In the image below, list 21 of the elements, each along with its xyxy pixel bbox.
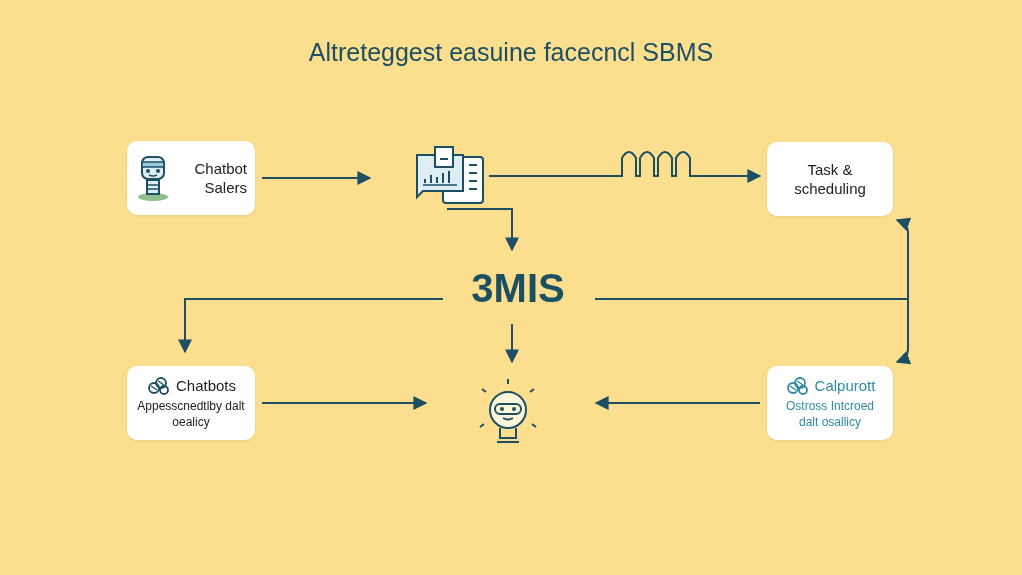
box-heading: Task & scheduling — [793, 159, 867, 199]
arrow — [505, 323, 519, 364]
arrow — [488, 151, 762, 183]
arrow — [261, 396, 428, 410]
box-heading: Chatbot Salers — [193, 158, 247, 198]
arrow — [178, 298, 444, 354]
arrow — [261, 171, 372, 185]
arrow — [446, 208, 519, 252]
central-heading: 3MIS — [448, 262, 588, 314]
box-heading: Chatbots — [175, 375, 236, 396]
process-box — [767, 366, 893, 440]
process-box — [127, 141, 255, 215]
diagram-title: Altreteggest easuine facecncl SBMS — [307, 38, 715, 67]
document-chart-icon — [413, 145, 487, 207]
box-description: Appesscnedtlby dalt oealicy — [136, 399, 246, 431]
process-box — [127, 366, 255, 440]
process-box — [767, 142, 893, 216]
arrow — [594, 396, 761, 410]
arrow — [594, 298, 912, 364]
box-description: Ostross Intcroed dalt osallicy — [785, 399, 875, 431]
box-heading: Calpurott — [814, 375, 876, 396]
